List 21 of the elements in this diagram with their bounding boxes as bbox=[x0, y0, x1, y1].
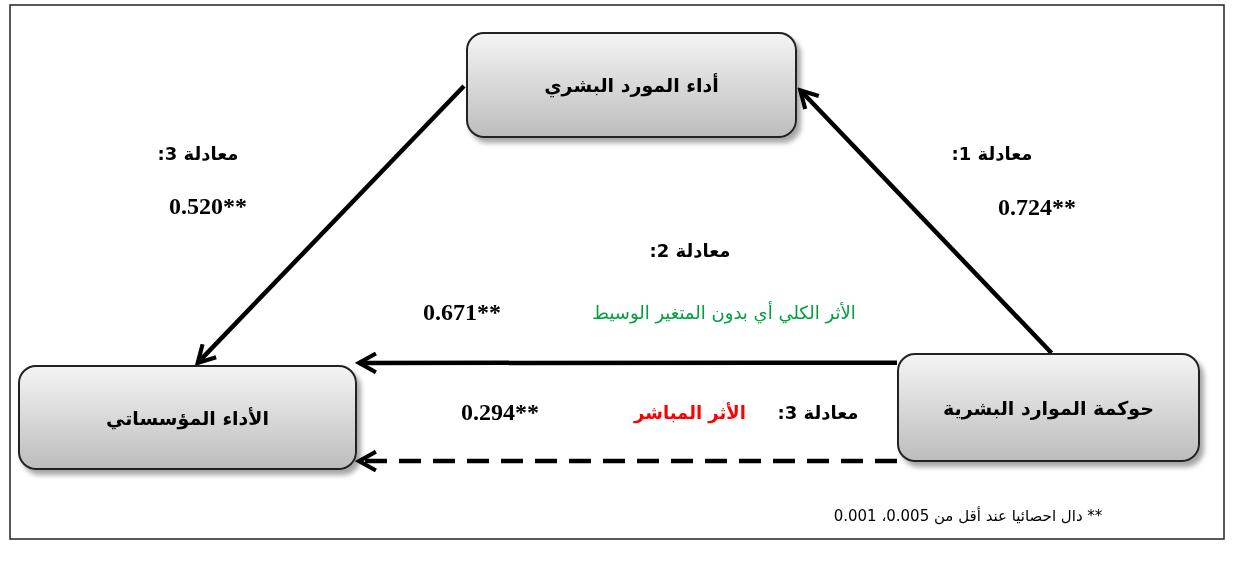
node-label: الأداء المؤسساتي bbox=[105, 406, 270, 429]
arrow bbox=[798, 88, 1054, 355]
equation-label: معادلة 1: bbox=[951, 142, 1033, 164]
node-label: حوكمة الموارد البشرية bbox=[943, 396, 1154, 419]
coefficient-value: 0.520** bbox=[169, 192, 247, 220]
process-box bbox=[897, 353, 1200, 462]
effect-description: الأثر المباشر bbox=[634, 401, 746, 423]
coefficient-value: 0.671** bbox=[423, 298, 501, 326]
arrow bbox=[195, 84, 466, 365]
process-box bbox=[18, 365, 357, 470]
arrow bbox=[356, 351, 897, 375]
equation-label: معادلة 2: bbox=[649, 239, 731, 261]
effect-description: الأثر الكلي أي بدون المتغير الوسيط bbox=[592, 301, 856, 323]
coefficient-value: 0.294** bbox=[461, 398, 539, 426]
coefficient-value: 0.724** bbox=[998, 193, 1076, 221]
node-label: أداء المورد البشري bbox=[544, 74, 719, 96]
process-box bbox=[466, 32, 797, 138]
equation-label: معادلة 3: bbox=[157, 142, 239, 164]
equation-label: معادلة 3: bbox=[777, 401, 859, 423]
dashed-arrow bbox=[356, 449, 897, 473]
footnote: ** دال احصائيا عند أقل من 0.005، 0.001 bbox=[833, 507, 1103, 525]
